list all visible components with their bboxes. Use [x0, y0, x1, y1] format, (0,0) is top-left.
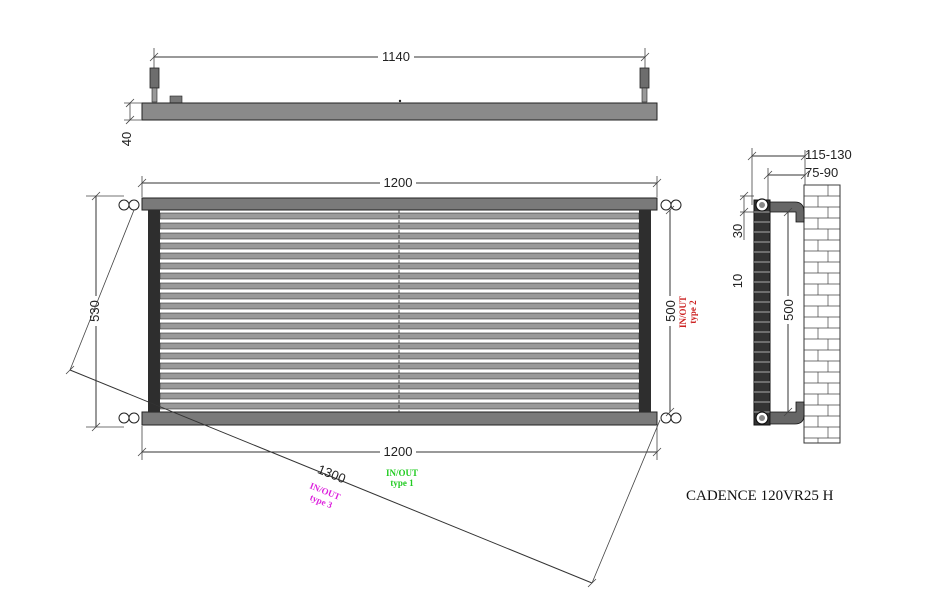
left-valve: [149, 67, 160, 89]
diagonal-dimension-line: [69, 369, 593, 584]
tube: [159, 272, 640, 280]
tube: [159, 292, 640, 300]
side-view: 115-130 75-90 500 30 10: [730, 147, 852, 444]
tube: [159, 262, 640, 270]
right-collector: [639, 210, 651, 412]
top-bracket: [769, 201, 805, 223]
horizontal-tubes: [159, 212, 640, 410]
front-right-height-label: 500: [663, 300, 678, 322]
air-vent: [169, 95, 183, 104]
bottom-header-bar: [141, 411, 658, 426]
brick-wall: [803, 184, 841, 444]
svg-text:IN/OUT: IN/OUT: [678, 296, 688, 328]
svg-text:type 1: type 1: [390, 478, 414, 488]
tube: [159, 322, 640, 330]
drawing-title: CADENCE 120VR25 H: [686, 488, 834, 504]
tube: [159, 332, 640, 340]
top-view: 1140 40: [119, 48, 658, 146]
tube: [159, 282, 640, 290]
front-view: 1200 530: [65, 175, 698, 588]
tube: [159, 352, 640, 360]
offset-label-10: 10: [730, 274, 745, 288]
tube: [159, 392, 640, 400]
tube: [159, 242, 640, 250]
connection-type-1: IN/OUT type 1: [386, 468, 418, 488]
brick-pattern: [804, 184, 840, 443]
tube: [159, 402, 640, 410]
front-bottom-width-label: 1200: [384, 444, 413, 459]
tube: [159, 362, 640, 370]
tube: [159, 342, 640, 350]
right-valve: [639, 67, 650, 89]
top-view-body: [141, 102, 658, 121]
tube: [159, 212, 640, 220]
connection-type-3: IN/OUT type 3: [308, 481, 341, 511]
diagonal-label: 1300: [315, 461, 347, 486]
tube: [159, 302, 640, 310]
front-height-label: 530: [87, 300, 102, 322]
tube: [159, 372, 640, 380]
tube: [159, 382, 640, 390]
svg-text:IN/OUT: IN/OUT: [386, 468, 418, 478]
left-collector: [148, 210, 160, 412]
top-header-bar: [141, 197, 658, 211]
depth-label: 40: [119, 132, 134, 146]
wall-distance-label: 115-130: [805, 147, 852, 162]
tube: [159, 252, 640, 260]
radiator-fins: [754, 211, 770, 413]
svg-text:type 2: type 2: [688, 300, 698, 324]
connection-type-2: IN/OUT type 2: [678, 296, 698, 328]
offset-label-30: 30: [730, 224, 745, 238]
front-top-width-label: 1200: [384, 175, 413, 190]
tube: [159, 312, 640, 320]
tube: [159, 232, 640, 240]
tube: [159, 222, 640, 230]
side-height-label: 500: [781, 299, 796, 321]
bracket-distance-label: 75-90: [805, 165, 838, 180]
top-width-label: 1140: [382, 49, 410, 64]
